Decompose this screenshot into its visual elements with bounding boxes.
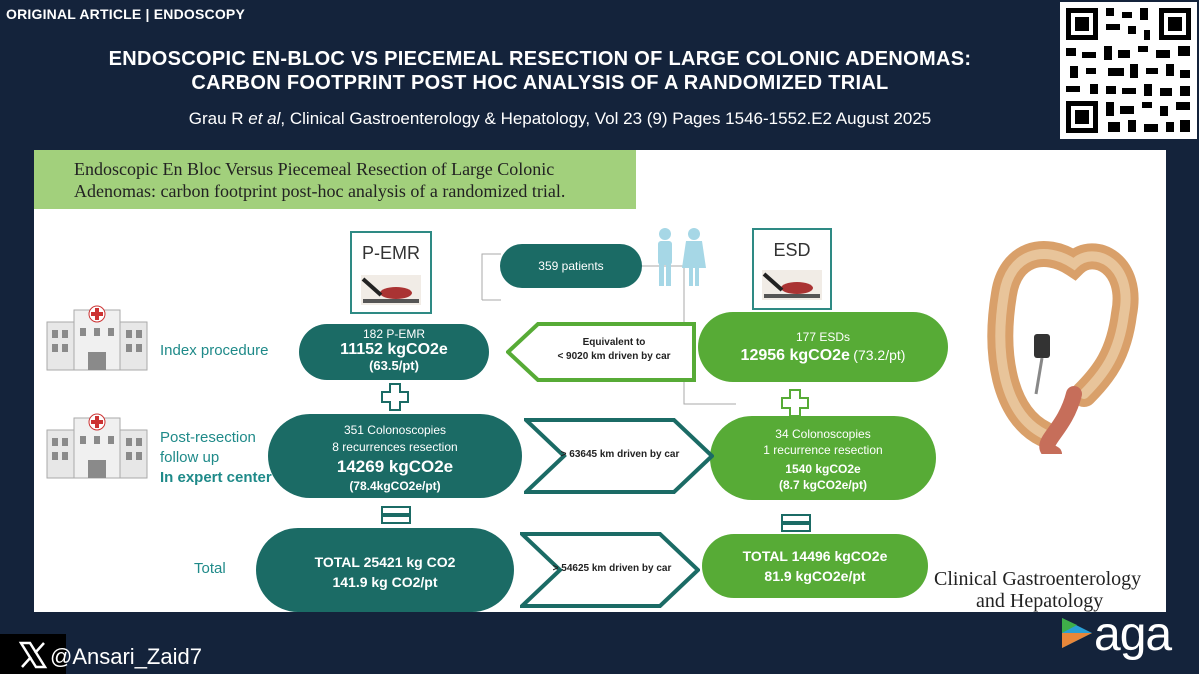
pemr-followup-pill: 351 Colonoscopies 8 recurrences resectio… [268, 414, 522, 498]
esd-arm-box: ESD [752, 228, 832, 310]
colon-illustration-icon [987, 241, 1139, 454]
row-label-followup: Post-resection follow up In expert cente… [160, 429, 272, 486]
total-comparison-arrow [520, 532, 700, 608]
pemr-arm-box: P-EMR [350, 231, 432, 314]
qr-code[interactable] [1060, 2, 1197, 139]
endoscope-image-icon [762, 270, 822, 300]
hospital-icon [46, 413, 148, 479]
hospital-icon [46, 305, 148, 371]
x-logo-icon [0, 634, 66, 674]
esd-index-pill: 177 ESDs 12956 kgCO2e (73.2/pt) [698, 312, 948, 382]
pemr-total-pill: TOTAL 25421 kg CO2 141.9 kg CO2/pt [256, 528, 514, 612]
patients-icon [658, 228, 706, 286]
esd-total-pill: TOTAL 14496 kgCO2e 81.9 kgCO2e/pt [702, 534, 928, 598]
row-label-total: Total [194, 560, 226, 577]
twitter-handle[interactable]: @Ansari_Zaid7 [50, 644, 202, 669]
journal-name: Clinical Gastroenterology and Hepatology [934, 568, 1142, 612]
article-tag: ORIGINAL ARTICLE | ENDOSCOPY [6, 6, 245, 22]
infographic-panel: Endoscopic En Bloc Versus Piecemeal Rese… [34, 150, 1166, 612]
total-comparison-text: > 54625 km driven by car [552, 563, 672, 574]
infographic-banner: Endoscopic En Bloc Versus Piecemeal Rese… [34, 150, 636, 209]
index-comparison-text: Equivalent to < 9020 km driven by car [557, 337, 671, 362]
citation: Grau R et al, Clinical Gastroenterology … [188, 109, 932, 128]
followup-comparison-arrow [524, 418, 714, 494]
endoscope-image-icon [361, 275, 421, 305]
followup-comparison-text: > 63645 km driven by car [560, 449, 680, 460]
esd-followup-pill: 34 Colonoscopies 1 recurrence resection … [710, 416, 936, 500]
pemr-index-pill: 182 P-EMR 11152 kgCO2e (63.5/pt) [299, 324, 489, 380]
row-label-index: Index procedure [160, 342, 269, 359]
patients-pill: 359 patients [500, 244, 642, 288]
index-comparison-arrow [506, 322, 696, 382]
aga-logo-icon [1062, 618, 1092, 648]
aga-logo: aga [1094, 608, 1172, 661]
page-title: ENDOSCOPIC EN-BLOC VS PIECEMEAL RESECTIO… [108, 48, 972, 94]
